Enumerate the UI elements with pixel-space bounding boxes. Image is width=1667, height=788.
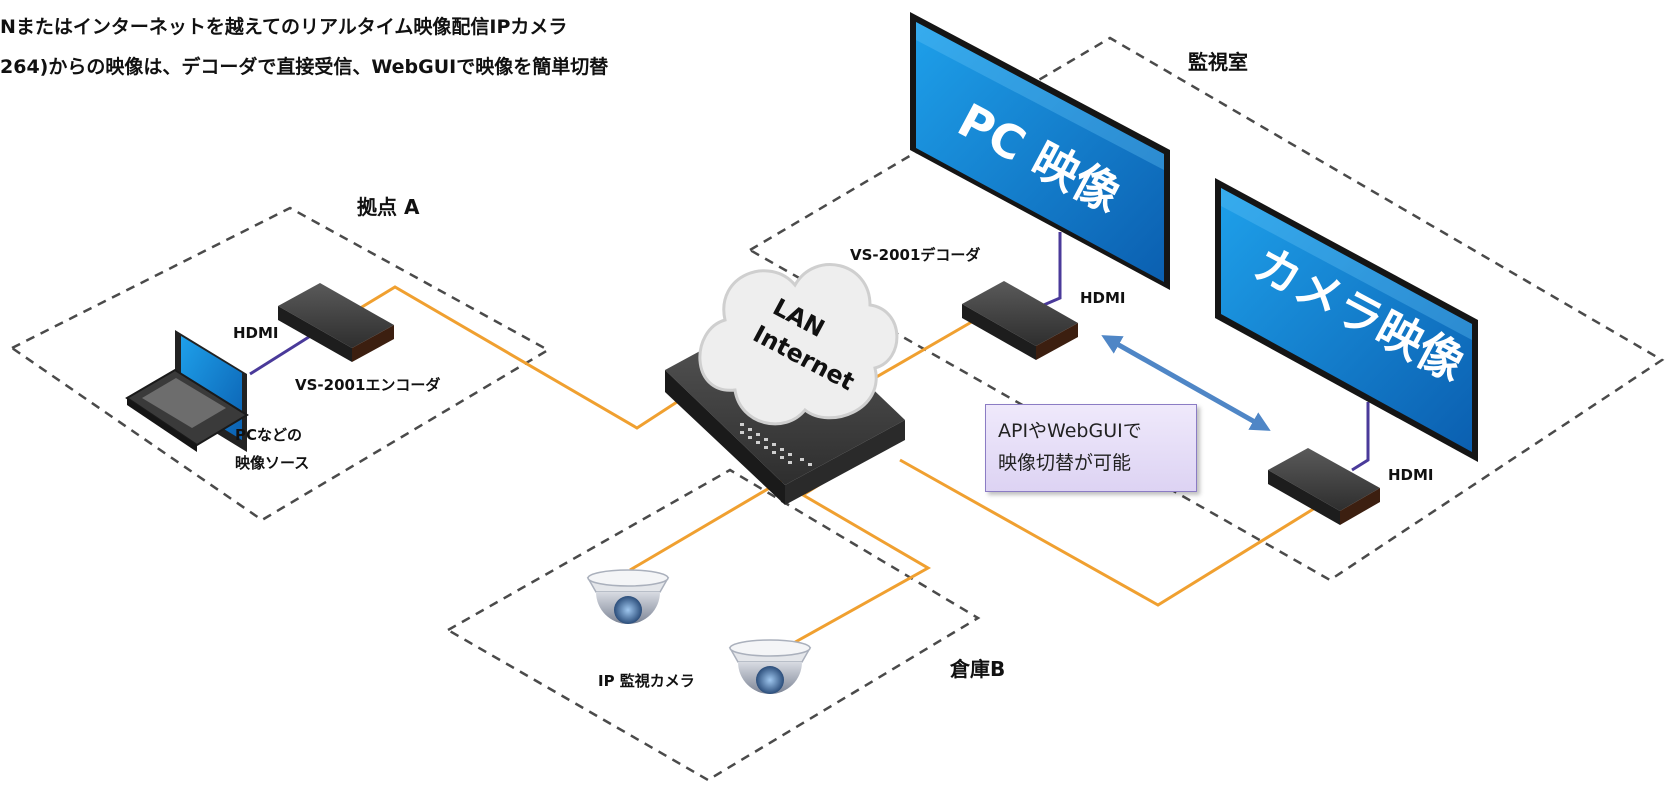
ip-camera-2 (728, 639, 812, 694)
cable-ip-camera-2 (789, 476, 932, 647)
encoder-label: VS-2001エンコーダ (295, 376, 440, 394)
hdmi-label-camera-monitor: HDMI (1388, 466, 1434, 484)
cable-decoder (865, 318, 976, 385)
hdmi-label-decoder: HDMI (1080, 289, 1126, 307)
hdmi-cable-decoder (1031, 232, 1062, 312)
switch-ports (740, 423, 812, 466)
callout-line-1: APIやWebGUIで (998, 420, 1142, 442)
ip-camera-label: IP 監視カメラ (598, 672, 695, 690)
switch-arrow (1101, 335, 1271, 431)
hdmi-cable-encoder (249, 333, 313, 376)
cable-camera-decoder (899, 458, 1316, 607)
laptop (125, 330, 249, 452)
zone-title-site-a: 拠点 A (357, 195, 420, 219)
pc-source-label-line1: PCなどの (235, 426, 302, 444)
zone-monitor-room-outline (747, 36, 1665, 582)
zone-title-warehouse-b: 倉庫B (949, 657, 1005, 681)
zone-site-a-outline (9, 206, 551, 522)
zone-warehouse-b-outline (445, 468, 981, 782)
decoder-label: VS-2001デコーダ (850, 246, 980, 264)
encoder-box (278, 283, 394, 362)
zone-title-monitor-room: 監視室 (1188, 50, 1248, 74)
callout-box: APIやWebGUIで 映像切替が可能 (985, 404, 1197, 492)
heading-line-1: Nまたはインターネットを越えてのリアルタイム映像配信IPカメラ (0, 16, 568, 38)
decoder-box (962, 281, 1078, 360)
heading-line-2: 264)からの映像は、デコーダで直接受信、WebGUIで映像を簡単切替 (0, 56, 609, 78)
cable-encoder (351, 285, 681, 430)
hdmi-label-encoder: HDMI (233, 324, 279, 342)
hdmi-cable-camera-monitor (1351, 402, 1370, 472)
camera-decoder-box (1268, 448, 1380, 525)
cloud-icon (698, 263, 899, 426)
pc-video-monitor (910, 12, 1170, 290)
camera-video-monitor (1215, 178, 1478, 462)
pc-source-label-line2: 映像ソース (235, 454, 309, 472)
callout-line-2: 映像切替が可能 (998, 452, 1132, 474)
ip-camera-1 (586, 569, 670, 624)
